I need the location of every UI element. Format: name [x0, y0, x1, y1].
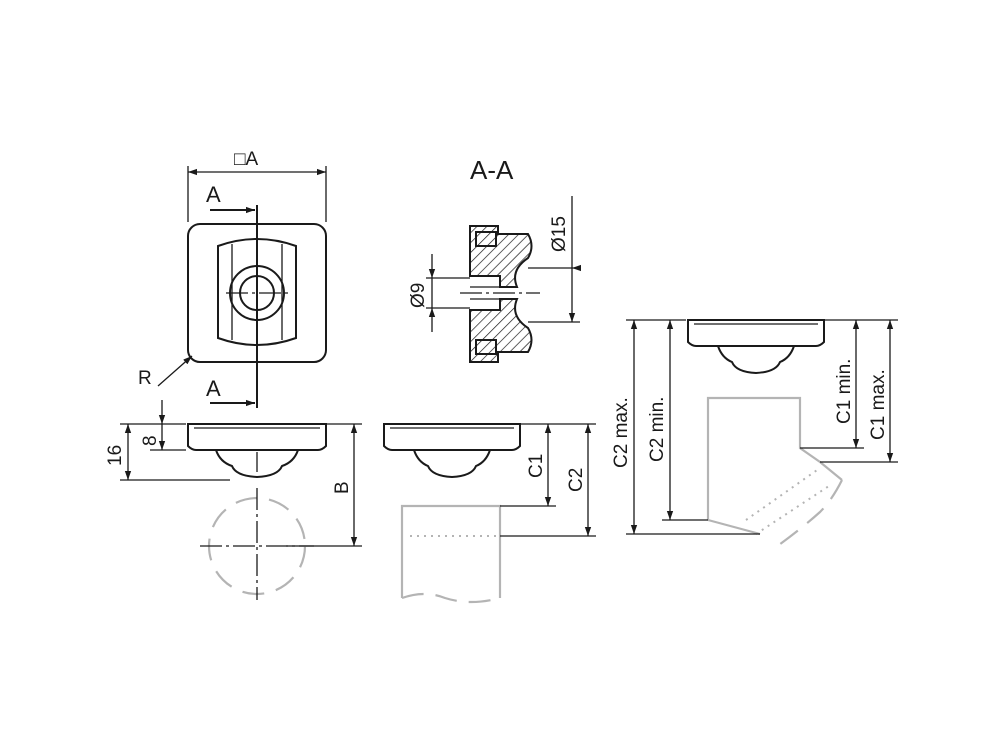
phantom-break: [401, 592, 501, 604]
dim-label-c2: C2: [566, 468, 587, 492]
nut-body: [187, 423, 327, 451]
nut-body: [383, 423, 521, 451]
angled-view: C2 max. C2 min. C1 min. C1 max.: [611, 319, 898, 551]
phantom-bolt-angled-side: [707, 518, 761, 536]
radius-label: R: [138, 368, 152, 389]
dim-label-16: 16: [105, 445, 126, 466]
nut-spring: [215, 449, 299, 479]
phantom-bolt: [400, 504, 502, 598]
dim-label-b: B: [332, 481, 353, 494]
section-upper-half: [469, 225, 533, 288]
radius-leader: [157, 355, 193, 387]
dim-label-dia15: Ø15: [549, 216, 570, 252]
section-view: A-A Ø15 Ø9: [408, 155, 580, 363]
section-pocket-top: [475, 231, 497, 247]
section-label-bottom: A: [206, 376, 221, 401]
dim-label-c2-max: C2 max.: [611, 397, 632, 468]
section-label-top: A: [206, 182, 221, 207]
dim-label-c2-min: C2 min.: [647, 397, 668, 462]
dim-label-square-a: □A: [234, 149, 258, 170]
phantom-thread: [745, 467, 821, 521]
section-pocket-bottom: [475, 339, 497, 355]
side-view-middle: C1 C2: [383, 423, 596, 604]
dim-label-c1-min: C1 min.: [834, 359, 855, 424]
top-view: A A □A R: [138, 149, 327, 408]
dim-label-8: 8: [140, 435, 161, 446]
dim-label-c1-max: C1 max.: [868, 369, 889, 440]
phantom-thread: [755, 483, 833, 535]
dim-label-c1: C1: [526, 454, 547, 478]
nut-spring: [717, 345, 795, 375]
dim-label-dia9: Ø9: [408, 283, 429, 308]
phantom-bolt-angled: [706, 396, 843, 520]
section-title: A-A: [470, 155, 514, 185]
side-view-left: 16 8 B: [105, 400, 362, 600]
section-lower-half: [469, 298, 533, 363]
nut-spring: [413, 449, 491, 479]
phantom-break: [771, 479, 843, 551]
center-slot: [217, 238, 297, 346]
nut-body: [687, 319, 825, 347]
